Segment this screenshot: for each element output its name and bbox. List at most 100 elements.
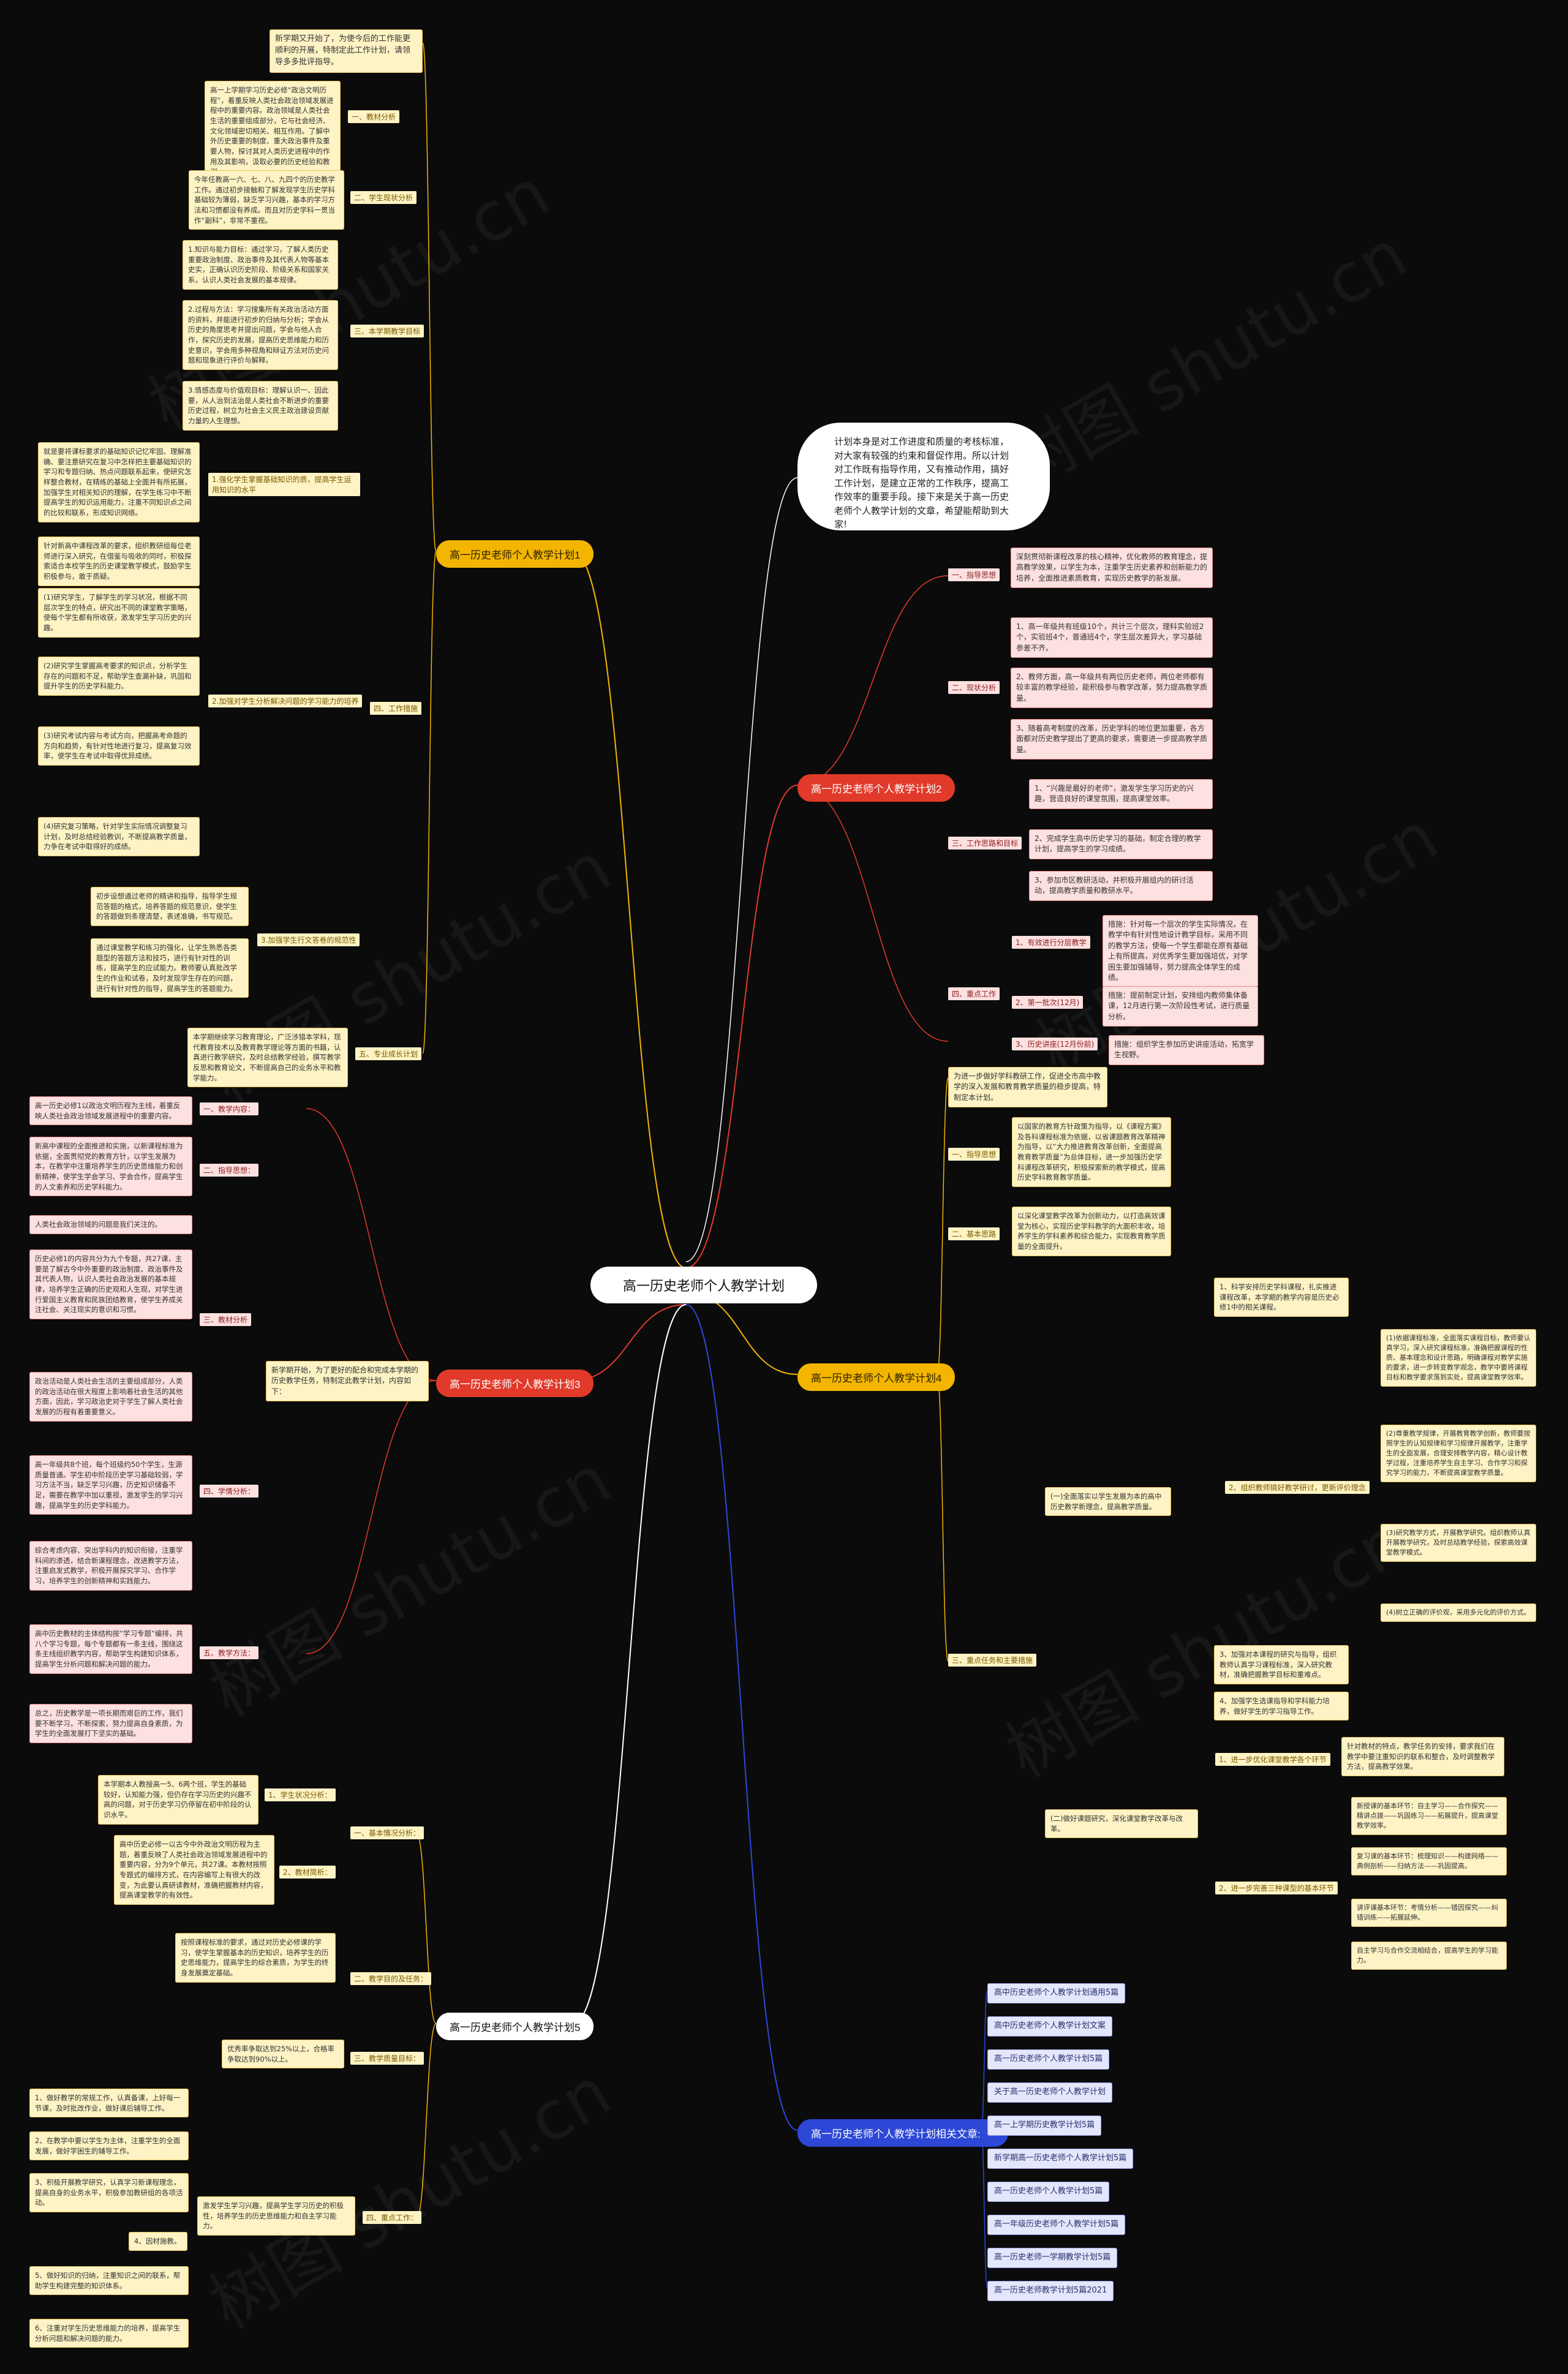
plan3-sec5-item: 总之，历史教学是一项长期而艰巨的工作，我们要不断学习，不断探索，努力提高自身素质… (29, 1704, 192, 1744)
plan5-sec2-label[interactable]: 二、教学目的及任务： (350, 1972, 432, 1985)
plan1-sec1-label[interactable]: 一、教材分析 (348, 110, 400, 123)
branch-plan5[interactable]: 高一历史老师个人教学计划5 (436, 2013, 594, 2040)
plan1-sec4-sub3-label[interactable]: 3.加强学生行文答卷的规范性 (257, 933, 360, 946)
plan1-sec4-sub1-label[interactable]: 1.强化学生掌握基础知识的质，提高学生运用知识的水平 (208, 473, 360, 496)
related-link[interactable]: 高一上学期历史教学计划5篇 (987, 2116, 1102, 2136)
plan4-sec3-sub1-item: 4、加强学生选课指导和学科能力培养，做好学生的学习指导工作。 (1214, 1692, 1349, 1721)
plan4-sec3-sub3-item-sub: 新授课的基本环节：自主学习——合作探究——精讲点拨——巩固练习——拓展提升，提高… (1351, 1797, 1507, 1835)
plan1-sec4-sub2-label[interactable]: 2.加强对学生分析解决问题的学习能力的培养 (208, 695, 363, 707)
plan3-sec5-item: 高中历史教材的主体结构按“学习专题”编排，共八个学习专题，每个专题都有一条主线，… (29, 1624, 192, 1674)
connector-line (572, 1304, 687, 1381)
connector-line (422, 42, 437, 552)
plan5-sec4-item: 4、因材施教。 (129, 2232, 187, 2251)
connector-line (685, 477, 798, 1262)
plan1-sec2-label[interactable]: 二、学生现状分析 (350, 191, 417, 204)
plan5-sec4-main: 激发学生学习兴趣，提高学生学习历史的积极性，培养学生的历史思维能力和自主学习能力… (197, 2196, 355, 2236)
plan4-sec1-text: 以国家的教育方针政策为指导，以《课程方案》及各科课程标准为依据，以省课题教育改革… (1012, 1117, 1171, 1188)
connector-line (797, 575, 949, 786)
plan1-sec2-text: 今年任教高一六、七、八、九四个的历史教学工作。通过初步接触和了解发现学生历史学科… (189, 170, 344, 230)
plan5-sec3-label[interactable]: 三、教学质量目标： (350, 2052, 424, 2065)
plan1-sec5-label[interactable]: 五、专业成长计划 (355, 1047, 422, 1060)
related-link[interactable]: 高一历史老师个人教学计划5篇 (987, 2049, 1110, 2070)
plan4-sec3-sub3-item-text: 针对教材的特点，教学任务的安排，要求我们在教学中要注重知识的联系和整合，及时调整… (1341, 1737, 1504, 1777)
plan2-sec2-item: 1、高一年级共有班级10个，共计三个层次，理科实验班2个，实验班4个，普通班4个… (1011, 617, 1213, 658)
connector-line (306, 1108, 437, 1381)
plan5-sec2-text: 按照课程标准的要求，通过对历史必修课的学习，使学生掌握基本的历史知识，培养学生的… (175, 1933, 336, 1983)
plan3-sec5-item: 综合考虑内容、突出学科内的知识衔接，注重学科间的渗透，结合新课程理念，改进教学方… (29, 1541, 192, 1591)
plan4-sec3-sub1-label[interactable]: (一)全面落实以学生发展为本的高中历史教学新理念，提高教学质量。 (1045, 1487, 1171, 1517)
intro-bubble: 计划本身是对工作进度和质量的考核标准，对大家有较强的约束和督促作用。所以计划对工… (797, 423, 1050, 530)
plan1-sec4-sub1-text: 就是要将课标要求的基础知识记忆牢固、理解准确、要注意研究在复习中怎样把主要基础知… (38, 442, 200, 522)
related-link[interactable]: 高中历史老师个人教学计划通用5篇 (987, 1983, 1126, 2003)
plan4-sec3-sub3-item-label[interactable]: 2、进一步完善三种课型的基本环节 (1215, 1882, 1338, 1894)
related-link[interactable]: 高一年级历史老师个人教学计划5篇 (987, 2215, 1126, 2235)
plan4-sec3-label[interactable]: 三、重点任务和主要措施 (948, 1654, 1037, 1667)
branch-related[interactable]: 高一历史老师个人教学计划相关文章: (797, 2119, 1008, 2147)
plan4-sec2-label[interactable]: 二、基本思路 (948, 1227, 1000, 1240)
plan3-sec4-label[interactable]: 四、学情分析： (200, 1485, 259, 1498)
connector-line (937, 1077, 949, 1375)
plan4-sec3-sub3-item-sub: 复习课的基本环节：梳理知识——构建网络——典例剖析——归纳方法——巩固提高。 (1351, 1847, 1507, 1875)
related-link[interactable]: 高一历史老师教学计划5篇2021 (987, 2281, 1114, 2301)
plan3-intro-note: 新学期开始，为了更好的配合和完成本学期的历史教学任务，特制定此教学计划，内容如下… (266, 1361, 429, 1402)
branch-plan2[interactable]: 高一历史老师个人教学计划2 (797, 774, 956, 802)
plan5-sec4-label[interactable]: 四、重点工作： (363, 2211, 422, 2224)
plan5-sec1-item-text: 高中历史必修一以古今中外政治文明历程为主题，着重反映了人类社会政治领域发展进程中… (114, 1835, 274, 1905)
plan5-sec1-item-label[interactable]: 1、学生状况分析： (265, 1788, 336, 1801)
related-link[interactable]: 高中历史老师个人教学计划文案 (987, 2016, 1113, 2037)
plan2-sec3-label[interactable]: 三、工作思路和目标 (948, 837, 1022, 850)
plan5-sec1-item-text: 本学期本人教授高一5、6两个班，学生的基础较好，认知能力强，但仍存在学习历史的兴… (98, 1775, 258, 1825)
plan1-sec4-label[interactable]: 四、工作措施 (370, 702, 422, 715)
plan2-sec4-label[interactable]: 四、重点工作 (948, 987, 1000, 1000)
connector-line (981, 2130, 988, 2289)
plan3-sec2-label[interactable]: 二、指导思想： (200, 1164, 259, 1177)
plan5-sec4-item: 5、做好知识的归纳，注重知识之间的联系，帮助学生构建完整的知识体系。 (29, 2266, 189, 2296)
plan4-sec1-label[interactable]: 一、指导思想 (948, 1148, 1000, 1161)
branch-plan1[interactable]: 高一历史老师个人教学计划1 (436, 540, 594, 568)
branch-plan3[interactable]: 高一历史老师个人教学计划3 (436, 1370, 594, 1397)
plan2-sec2-item: 2、教师方面，高一年级共有两位历史老师，两位老师都有较丰富的教学经验，能积极参与… (1011, 668, 1213, 709)
plan2-sec1-label[interactable]: 一、指导思想 (948, 568, 1000, 581)
related-link[interactable]: 高一历史老师个人教学计划5篇 (987, 2182, 1110, 2202)
plan4-sec2-text: 以深化课堂教学改革为创新动力，以打造高效课堂为核心，实现历史学科教学的大面积丰收… (1012, 1207, 1171, 1256)
plan3-sec1-label[interactable]: 一、教学内容： (200, 1102, 259, 1115)
plan5-sec4-item: 2、在教学中要以学生为主体，注重学生的全面发展，做好学困生的辅导工作。 (29, 2131, 189, 2161)
plan2-sec4-item-label[interactable]: 2、第一批次(12月) (1012, 996, 1084, 1009)
related-link[interactable]: 高一历史老师一学期教学计划5篇 (987, 2248, 1118, 2268)
center-topic[interactable]: 高一历史老师个人教学计划 (590, 1267, 817, 1303)
plan1-sec3-label[interactable]: 三、本学期教学目标 (350, 325, 424, 337)
plan5-sec4-item: 1、做好教学的常规工作，认真备课，上好每一节课，及时批改作业，做好课后辅导工作。 (29, 2089, 189, 2118)
plan5-sec4-item: 3、积极开展教学研究，认真学习新课程理念，提高自身的业务水平，积极参加教研组的各… (29, 2173, 189, 2213)
plan2-sec4-item-text: 措施：提前制定计划，安排组内教师集体备课，12月进行第一次阶段性考试，进行质量分… (1102, 986, 1258, 1027)
plan2-sec4-item-label[interactable]: 3、历史讲座(12月份前) (1012, 1038, 1098, 1050)
plan5-sec4-item: 6、注重对学生历史思维能力的培养，提高学生分析问题和解决问题的能力。 (29, 2319, 189, 2348)
plan1-sec4-sub3-item: 通过课堂教学和练习的强化，让学生熟悉各类题型的答题方法和技巧，进行有针对性的训练… (91, 938, 249, 998)
plan2-sec3-item: 3、参加市区教研活动，并积极开展组内的研讨活动，提高教学质量和教研水平。 (1029, 871, 1213, 901)
connector-line (572, 1304, 687, 2024)
related-link[interactable]: 关于高一历史老师个人教学计划 (987, 2082, 1113, 2103)
plan1-sec3-item: 2.过程与方法：学习搜集所有关政治活动方面的资料，并能进行初步的归纳与分析；学会… (183, 300, 338, 371)
plan4-sec3-sub3-item-label[interactable]: 1、进一步优化课堂教学各个环节 (1215, 1753, 1330, 1766)
plan4-sec3-sub2-item: (3)研究教学方式，开展教学研究。组织教师认真开展教学研究，及时总结教学经验，探… (1381, 1524, 1536, 1562)
plan4-sec3-sub2-item: (4)树立正确的评价观，采用多元化的评价方式。 (1381, 1603, 1536, 1622)
branch-plan4[interactable]: 高一历史老师个人教学计划4 (797, 1363, 956, 1391)
plan5-sec1-label[interactable]: 一、基本情况分析： (350, 1826, 424, 1839)
plan4-sec3-sub3-label[interactable]: (二)做好课题研究，深化课堂教学改革与改革。 (1045, 1809, 1198, 1839)
plan2-sec1-text: 深刻贯彻新课程改革的核心精神，优化教师的教育理念，提高教学效果，以学生为本，注重… (1011, 548, 1213, 589)
plan4-sec3-sub2-item: (2)尊重教学规律，开展教育教学创新，教师要按照学生的认知规律和学习规律开展教学… (1381, 1425, 1536, 1482)
plan3-sec4-text: 高一年级共8个班，每个班级约50个学生，生源质量普通。学生初中阶段历史学习基础较… (29, 1455, 192, 1515)
connector-line (685, 1304, 798, 2131)
plan3-sec3-label[interactable]: 三、教材分析 (200, 1313, 252, 1326)
plan2-sec2-label[interactable]: 二、现状分析 (948, 681, 1000, 694)
related-link[interactable]: 新学期高一历史老师个人教学计划5篇 (987, 2149, 1134, 2169)
plan1-sec4-sub2-item: (2)研究学生掌握高考要求的知识点，分析学生存在的问题和不足，帮助学生查漏补缺，… (38, 657, 200, 696)
plan4-sec3-sub1-sub2-label[interactable]: 2、组织教师搞好教学研讨，更新评价理念 (1225, 1481, 1370, 1494)
plan5-sec1-item-label[interactable]: 2、教材简析： (279, 1866, 336, 1878)
connector-line (572, 551, 687, 1268)
plan2-sec4-item-label[interactable]: 1、有效进行分层教学 (1012, 936, 1090, 949)
connector-line (685, 785, 798, 1268)
plan2-sec4-item-text: 措施：组织学生参加历史讲座活动，拓宽学生视野。 (1109, 1035, 1264, 1065)
plan3-sec5-label[interactable]: 五、教学方法： (200, 1646, 259, 1659)
plan2-sec2-item: 3、随着高考制度的改革，历史学科的地位更加重要，各方面都对历史教学提出了更高的要… (1011, 719, 1213, 760)
